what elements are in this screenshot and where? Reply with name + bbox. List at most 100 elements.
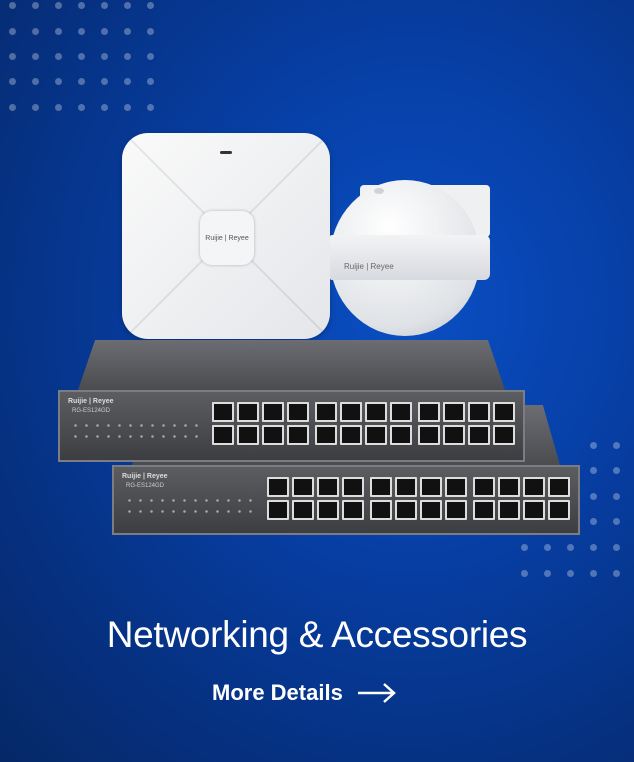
ethernet-port xyxy=(418,402,440,422)
ethernet-port xyxy=(468,425,490,445)
decorative-dot xyxy=(9,28,16,35)
ethernet-port xyxy=(292,500,314,520)
ethernet-port xyxy=(548,477,570,497)
ethernet-port xyxy=(523,477,545,497)
decorative-dot xyxy=(613,518,620,525)
ethernet-port xyxy=(212,425,234,445)
decorative-dot xyxy=(55,53,62,60)
decorative-dot xyxy=(590,442,597,449)
ethernet-port xyxy=(262,402,284,422)
decorative-dot xyxy=(590,467,597,474)
arrow-right-icon xyxy=(357,683,396,703)
decorative-dot xyxy=(9,78,16,85)
decorative-dot xyxy=(613,570,620,577)
decorative-dot xyxy=(124,53,131,60)
more-details-label: More Details xyxy=(212,680,343,705)
decorative-dot xyxy=(590,493,597,500)
decorative-dot xyxy=(124,28,131,35)
ethernet-port xyxy=(287,425,309,445)
ethernet-port xyxy=(395,477,417,497)
ethernet-port xyxy=(418,425,440,445)
switch-model: RG-ES124GD xyxy=(72,408,111,414)
ethernet-port xyxy=(370,477,392,497)
decorative-dot xyxy=(147,2,154,9)
ethernet-port xyxy=(523,500,545,520)
decorative-dot xyxy=(590,544,597,551)
decorative-dot xyxy=(78,104,85,111)
ethernet-port xyxy=(267,500,289,520)
outdoor-ap-logo: Ruijie | Reyee xyxy=(330,235,490,280)
decorative-dot xyxy=(78,53,85,60)
ethernet-port xyxy=(267,477,289,497)
ethernet-port xyxy=(317,477,339,497)
decorative-dot xyxy=(590,570,597,577)
ethernet-port xyxy=(443,425,465,445)
ethernet-port xyxy=(237,425,259,445)
decorative-dot xyxy=(613,544,620,551)
decorative-dot xyxy=(590,518,597,525)
ethernet-port xyxy=(395,500,417,520)
decorative-dot xyxy=(9,53,16,60)
decorative-dot xyxy=(78,78,85,85)
ethernet-port xyxy=(237,402,259,422)
ethernet-port xyxy=(548,500,570,520)
ethernet-port xyxy=(287,402,309,422)
ethernet-port xyxy=(420,500,442,520)
decorative-dot xyxy=(101,78,108,85)
ethernet-port xyxy=(340,425,362,445)
decorative-dot xyxy=(32,53,39,60)
decorative-dot xyxy=(613,442,620,449)
decorative-dot xyxy=(521,544,528,551)
decorative-dot xyxy=(521,570,528,577)
ethernet-port xyxy=(315,425,337,445)
decorative-dot xyxy=(55,104,62,111)
decorative-dot xyxy=(32,104,39,111)
decorative-dot xyxy=(567,570,574,577)
ethernet-port xyxy=(365,402,387,422)
ethernet-port xyxy=(370,500,392,520)
decorative-dot xyxy=(78,28,85,35)
decorative-dot xyxy=(55,2,62,9)
ceiling-access-point-image: Ruijie | Reyee xyxy=(122,133,330,339)
more-details-link[interactable]: More Details xyxy=(212,680,397,706)
ethernet-port xyxy=(340,402,362,422)
ethernet-port xyxy=(315,402,337,422)
ethernet-port xyxy=(420,477,442,497)
ethernet-port xyxy=(262,425,284,445)
decorative-dot xyxy=(544,570,551,577)
decorative-dot xyxy=(32,2,39,9)
ethernet-port xyxy=(498,477,520,497)
ethernet-port xyxy=(493,402,515,422)
decorative-dot xyxy=(147,28,154,35)
decorative-dot xyxy=(101,53,108,60)
decorative-dot xyxy=(124,78,131,85)
decorative-dot xyxy=(55,78,62,85)
decorative-dot xyxy=(613,493,620,500)
ethernet-port xyxy=(445,477,467,497)
ethernet-port xyxy=(445,500,467,520)
decorative-dot xyxy=(147,104,154,111)
ethernet-port xyxy=(317,500,339,520)
decorative-dot xyxy=(567,544,574,551)
decorative-dot xyxy=(32,28,39,35)
decorative-dot xyxy=(124,104,131,111)
decorative-dot xyxy=(147,53,154,60)
decorative-dot xyxy=(9,104,16,111)
category-title: Networking & Accessories xyxy=(106,614,528,655)
decorative-dot xyxy=(78,2,85,9)
decorative-dot xyxy=(613,467,620,474)
ethernet-port xyxy=(365,425,387,445)
decorative-dot xyxy=(101,104,108,111)
ethernet-port xyxy=(468,402,490,422)
network-switch-image: Ruijie | Reyee RG-ES124GD xyxy=(58,340,525,462)
switch-model: RG-ES124GD xyxy=(126,483,165,489)
decorative-dot xyxy=(124,2,131,9)
decorative-dot xyxy=(101,28,108,35)
ethernet-port xyxy=(212,402,234,422)
ethernet-port xyxy=(390,402,412,422)
decorative-dot xyxy=(55,28,62,35)
decorative-dot xyxy=(101,2,108,9)
switch-brand: Ruijie | Reyee xyxy=(122,473,168,480)
decorative-dot xyxy=(544,544,551,551)
